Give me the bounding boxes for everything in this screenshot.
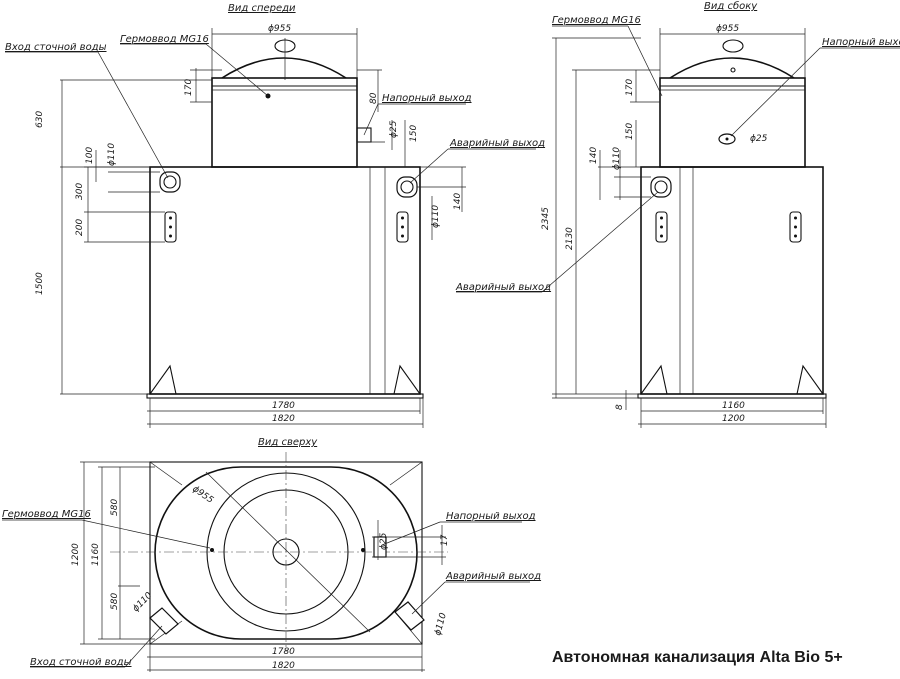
side-base <box>637 393 827 399</box>
top-dim-1780: 1780 <box>272 647 295 657</box>
top-view-title: Вид сверху <box>258 437 318 448</box>
side-dim-d25: ϕ25 <box>750 134 768 144</box>
side-lid <box>669 57 795 79</box>
side-dim-2130: 2130 <box>565 227 575 250</box>
front-dim-200: 200 <box>75 219 85 236</box>
front-dim-80: 80 <box>369 92 379 104</box>
top-label-pressure-outlet: Напорный выход <box>446 511 536 522</box>
front-dim-d25: ϕ25 <box>389 120 399 138</box>
front-dim-d955: ϕ955 <box>268 24 291 34</box>
top-label-cable-gland: Гермоввод MG16 <box>2 509 91 520</box>
front-dim-300: 300 <box>75 183 85 200</box>
top-dim-d110-right: ϕ110 <box>433 612 449 637</box>
side-dim-2345: 2345 <box>541 207 551 230</box>
front-dim-150: 150 <box>409 125 419 142</box>
front-neck <box>211 77 358 168</box>
top-dim-d110-left: ϕ110 <box>131 591 155 615</box>
front-view: Вид спереди <box>5 3 545 428</box>
front-dim-1820: 1820 <box>272 414 295 424</box>
side-dim-d110: ϕ110 <box>612 147 622 170</box>
top-label-inlet: Вход сточной воды <box>30 657 132 668</box>
top-dim-1820: 1820 <box>272 661 295 671</box>
front-dim-d110-right: ϕ110 <box>431 205 441 228</box>
side-body <box>640 166 824 395</box>
top-label-emergency-outlet: Аварийный выход <box>445 571 541 582</box>
side-label-cable-gland: Гермоввод MG16 <box>552 15 641 26</box>
side-dim-1160: 1160 <box>722 401 745 411</box>
side-dim-d955: ϕ955 <box>716 24 739 34</box>
front-dim-100: 100 <box>85 147 95 164</box>
top-dim-580-bottom: 580 <box>110 593 120 610</box>
top-dim-1160: 1160 <box>91 543 101 566</box>
top-dim-17: 17 <box>440 534 450 546</box>
front-dim-1780: 1780 <box>272 401 295 411</box>
front-dim-d110-left: ϕ110 <box>107 143 117 166</box>
top-view: Вид сверху ϕ955 1200 1160 580 <box>2 437 541 672</box>
side-dim-8: 8 <box>615 404 625 410</box>
top-inlet-pipe <box>149 607 179 635</box>
front-label-cable-gland: Гермоввод MG16 <box>120 34 209 45</box>
top-dim-d955: ϕ955 <box>190 484 215 506</box>
side-neck <box>659 77 806 168</box>
side-view-title: Вид сбоку <box>704 0 758 12</box>
top-dim-d25: ϕ25 <box>379 532 389 550</box>
front-dim-1500: 1500 <box>35 272 45 295</box>
top-dim-580-top: 580 <box>110 499 120 516</box>
side-dim-140: 140 <box>589 147 599 164</box>
side-emergency-pipe <box>650 176 672 198</box>
front-dim-170: 170 <box>184 79 194 96</box>
front-label-emergency-outlet: Аварийный выход <box>449 138 545 149</box>
front-label-pressure-outlet: Напорный выход <box>382 93 472 104</box>
front-dim-140: 140 <box>453 193 463 210</box>
drawing-title: Автономная канализация Alta Bio 5+ <box>552 649 843 666</box>
front-view-title: Вид спереди <box>228 3 296 14</box>
front-label-inlet: Вход сточной воды <box>5 42 107 53</box>
front-inlet-pipe <box>159 171 181 193</box>
side-dim-1200: 1200 <box>722 414 745 424</box>
front-base <box>146 393 424 399</box>
top-emergency-pipe <box>394 601 425 631</box>
front-body <box>149 166 421 395</box>
front-emergency-pipe <box>396 176 418 198</box>
side-label-emergency-outlet: Аварийный выход <box>455 282 551 293</box>
front-lid <box>221 57 347 79</box>
side-label-pressure-outlet: Напорный выход <box>822 37 900 48</box>
side-dim-150: 150 <box>625 123 635 140</box>
top-dim-1200: 1200 <box>71 543 81 566</box>
front-dim-630: 630 <box>35 111 45 128</box>
side-view: Вид сбоку ϕ955 2345 2130 <box>455 0 900 428</box>
side-dim-170: 170 <box>625 79 635 96</box>
